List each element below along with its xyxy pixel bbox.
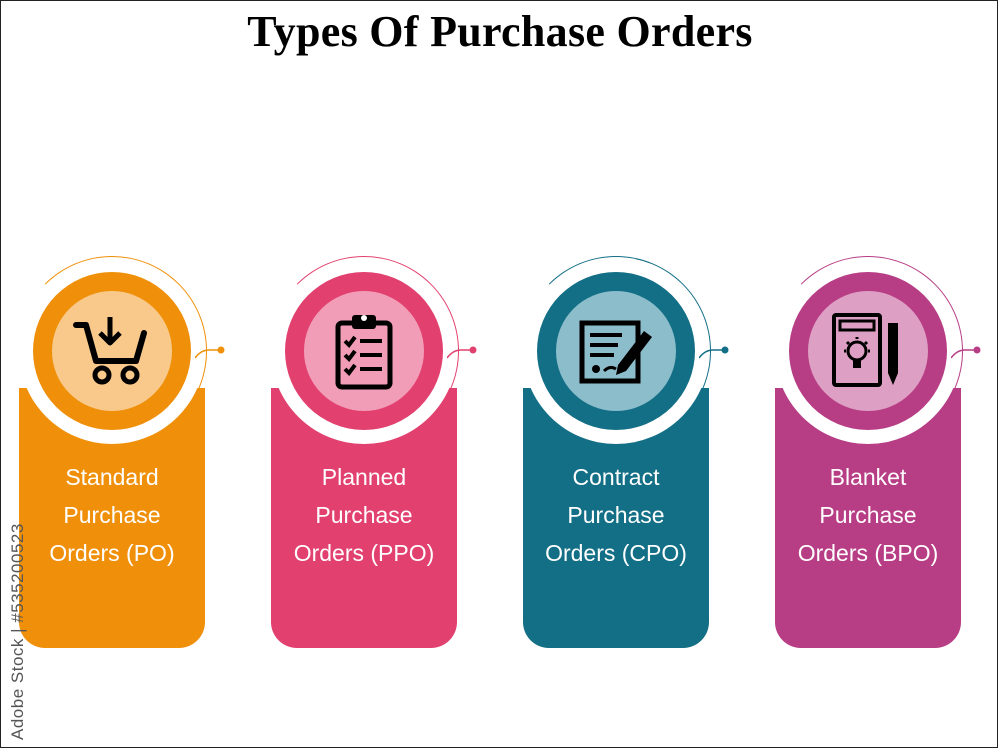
clipboard-checklist-icon xyxy=(335,315,393,390)
card-contract-cpo: Contract Purchase Orders (CPO) xyxy=(521,256,729,650)
card-label: Contract Purchase Orders (CPO) xyxy=(523,458,709,572)
icon-holder xyxy=(52,291,172,411)
shopping-cart-icon xyxy=(73,317,147,385)
card-label: Standard Purchase Orders (PO) xyxy=(19,458,205,572)
label-line: Planned xyxy=(321,464,407,490)
contract-signing-icon xyxy=(579,320,652,384)
connector-dot xyxy=(951,346,981,359)
circle-outline xyxy=(269,256,459,446)
connector-dot xyxy=(447,346,477,359)
label-line: Purchase xyxy=(315,502,413,528)
circle-outline xyxy=(773,256,963,446)
card-standard-po: Standard Purchase Orders (PO) xyxy=(17,256,225,650)
label-line: Orders (PO) xyxy=(49,540,175,566)
connector-dot xyxy=(699,346,729,359)
label-line: Orders (PPO) xyxy=(293,540,435,566)
icon-holder xyxy=(808,291,928,411)
idea-document-pencil-icon xyxy=(832,313,898,387)
label-line: Blanket xyxy=(829,464,907,490)
card-label: Planned Purchase Orders (PPO) xyxy=(271,458,457,572)
diagram-title: Types Of Purchase Orders xyxy=(247,7,753,56)
label-line: Purchase xyxy=(567,502,665,528)
label-line: Orders (CPO) xyxy=(545,540,687,566)
label-line: Purchase xyxy=(819,502,917,528)
stock-watermark: Adobe Stock | #535200523 xyxy=(8,523,27,740)
label-line: Contract xyxy=(572,464,660,490)
icon-holder xyxy=(304,291,424,411)
label-line: Standard xyxy=(65,464,159,490)
icon-holder xyxy=(556,291,676,411)
card-blanket-bpo: Blanket Purchase Orders (BPO) xyxy=(773,256,981,650)
circle-outline xyxy=(521,256,711,446)
circle-outline xyxy=(17,256,207,446)
card-label: Blanket Purchase Orders (BPO) xyxy=(775,458,961,572)
label-line: Purchase xyxy=(63,502,161,528)
connector-dot xyxy=(195,346,225,359)
label-line: Orders (BPO) xyxy=(797,540,939,566)
card-planned-ppo: Planned Purchase Orders (PPO) xyxy=(269,256,477,650)
